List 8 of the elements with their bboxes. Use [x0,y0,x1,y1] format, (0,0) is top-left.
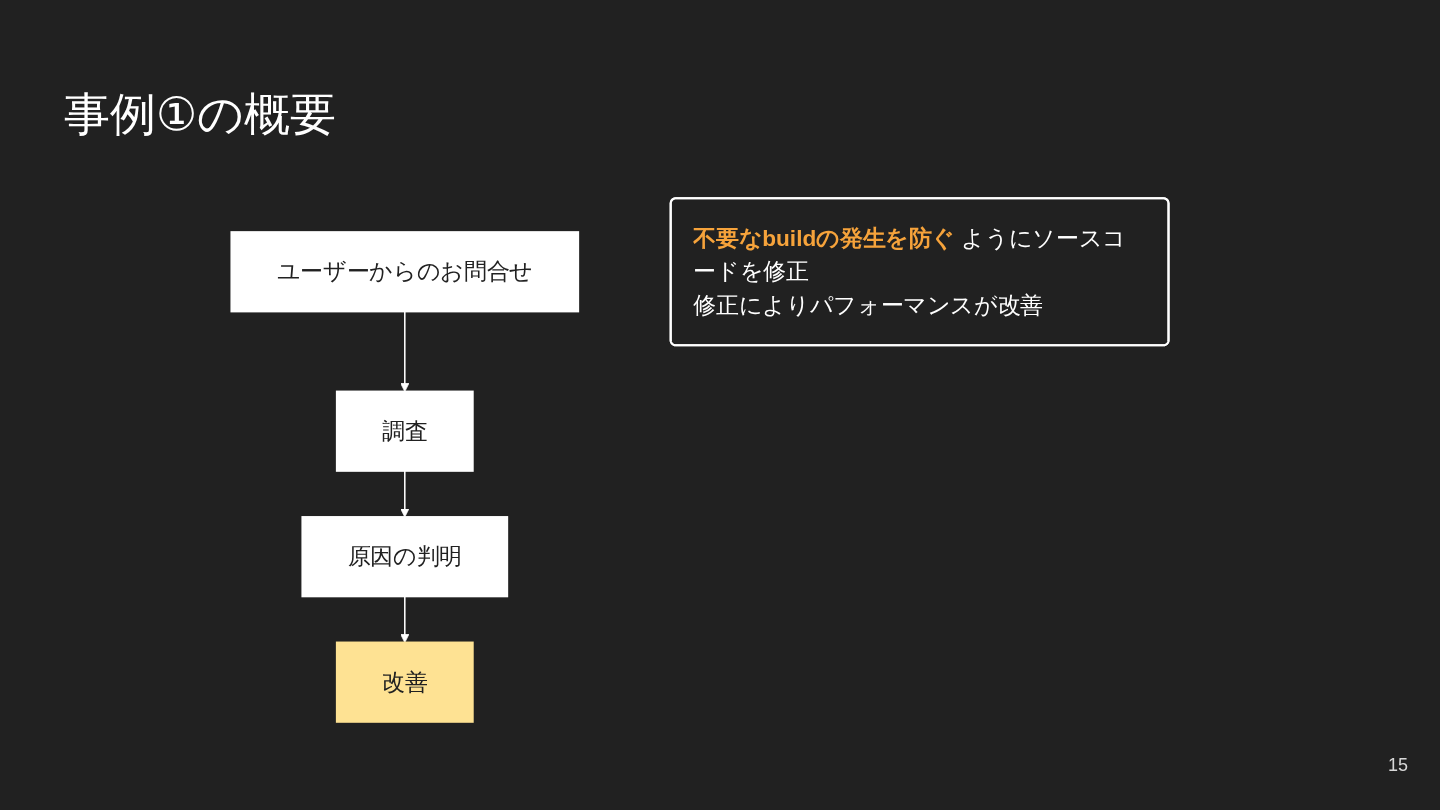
arrow [400,470,410,518]
process-box: ユーザーからのお問合せ [230,231,580,313]
slide-title: 事例①の概要 [64,87,337,142]
process-box: 原因の判明 [301,516,509,598]
process-box: 調査 [335,390,474,472]
bullet-panel: 不要なbuildの発生を防ぐ ようにソースコードを修正 修正によりパフォーマンスが改善 [669,197,1170,347]
page-number: 15 [1387,755,1408,775]
process-box: 改善 [335,641,474,723]
